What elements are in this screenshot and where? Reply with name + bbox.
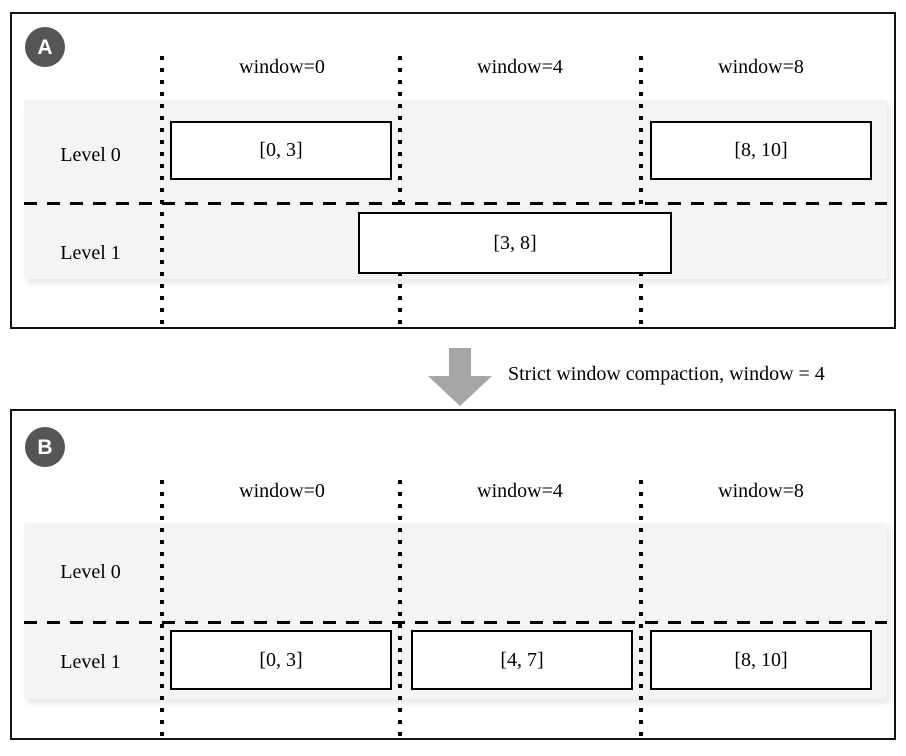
panel-a-window-header-2: window=8: [718, 56, 804, 78]
panel-b-window-divider-2: [639, 480, 643, 740]
panel-b-row-label-level-0: Level 0: [60, 561, 121, 583]
panel-b-interval-box-8-10: [8, 10]: [650, 630, 872, 690]
panel-a-window-divider-0: [160, 56, 164, 329]
panel-a-interval-box-0-3: [0, 3]: [170, 121, 392, 180]
panel-b-row-label-level-1: Level 1: [60, 651, 121, 673]
panel-b: B window=0 window=4 window=8 Level 0 Lev…: [10, 409, 896, 740]
panel-a-interval-box-3-8: [3, 8]: [358, 212, 672, 274]
panel-a-level-divider: [24, 202, 887, 205]
panel-b-window-divider-1: [398, 480, 402, 740]
panel-a-window-divider-2: [639, 56, 643, 329]
panel-a-interval-box-8-10: [8, 10]: [650, 121, 872, 180]
panel-a: A window=0 window=4 window=8 Level 0 Lev…: [10, 12, 896, 329]
panel-b-level-divider: [24, 621, 887, 624]
panel-b-badge: B: [25, 427, 65, 467]
panel-b-window-header-2: window=8: [718, 480, 804, 502]
panel-b-window-header-0: window=0: [239, 480, 325, 502]
panel-b-window-divider-0: [160, 480, 164, 740]
panel-b-interval-box-4-7: [4, 7]: [411, 630, 633, 690]
panel-a-window-header-0: window=0: [239, 56, 325, 78]
panel-a-window-header-1: window=4: [477, 56, 563, 78]
panel-b-interval-box-0-3: [0, 3]: [170, 630, 392, 690]
panel-b-window-header-1: window=4: [477, 480, 563, 502]
transition-group: Strict window compaction, window = 4: [0, 329, 906, 409]
panel-a-window-divider-1: [398, 56, 402, 329]
panel-a-row-label-level-0: Level 0: [60, 144, 121, 166]
down-arrow-icon: [428, 348, 492, 406]
panel-a-row-label-level-1: Level 1: [60, 242, 121, 264]
panel-a-badge: A: [25, 27, 65, 67]
transition-caption: Strict window compaction, window = 4: [508, 363, 825, 385]
